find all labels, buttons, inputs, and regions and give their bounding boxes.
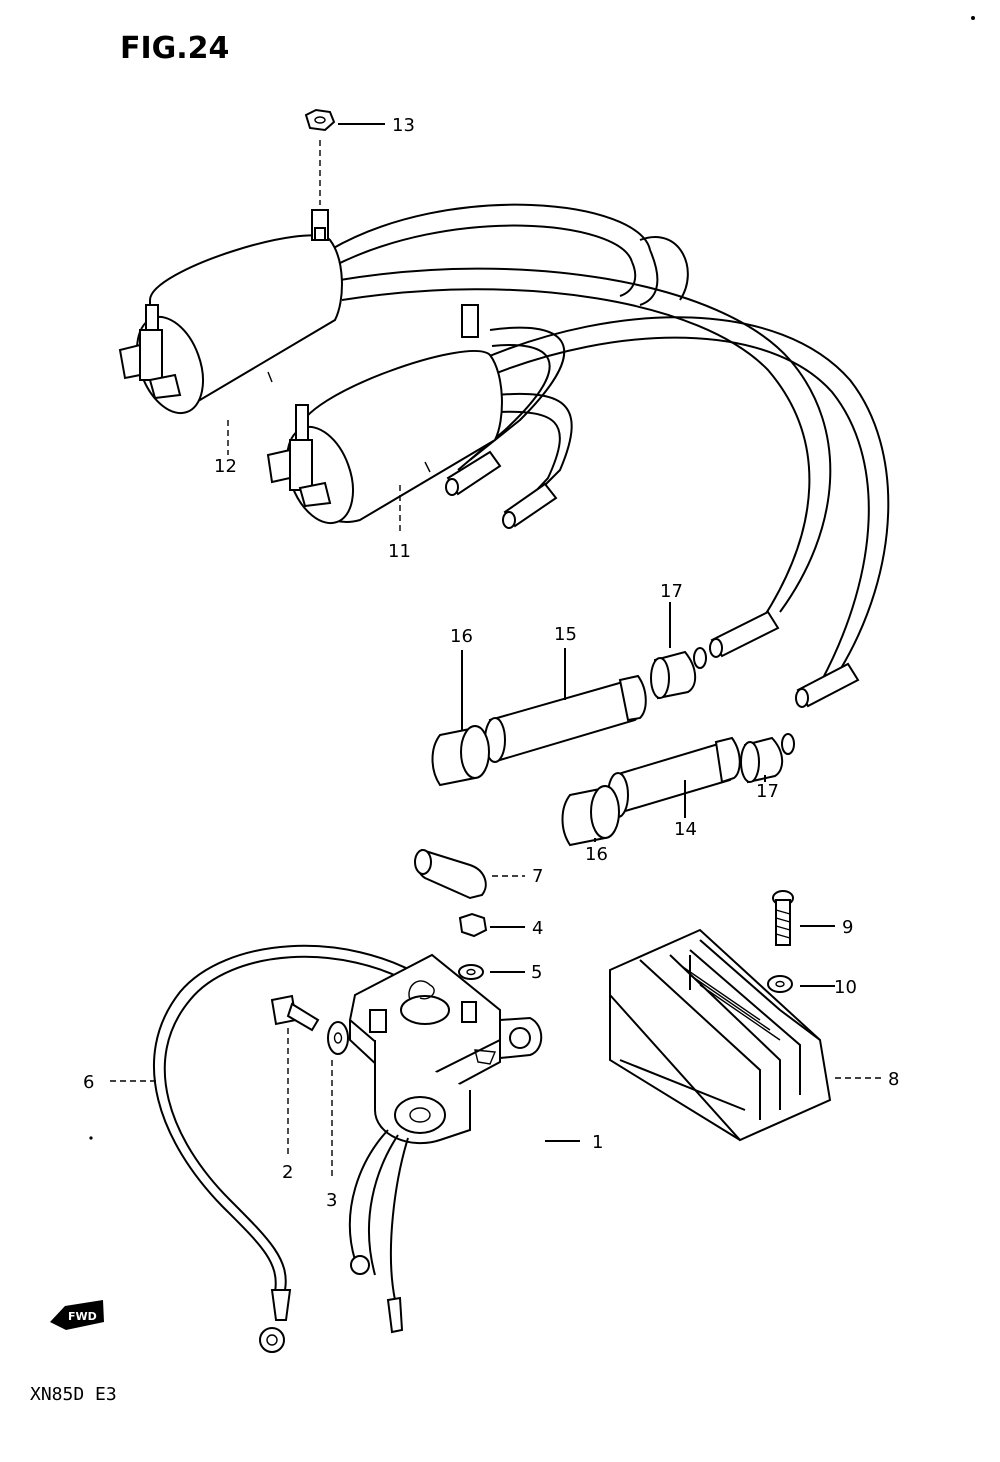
forward-arrow-icon: FWD — [50, 1300, 104, 1330]
callout-16-upper: 16 — [450, 626, 473, 647]
scan-dot — [971, 16, 975, 20]
plug-cap-end-16-upper — [431, 725, 490, 787]
callout-7: 7 — [532, 866, 543, 887]
callout-11: 11 — [388, 541, 411, 562]
coil-wires — [329, 203, 890, 681]
callout-1: 1 — [592, 1132, 603, 1153]
plug-cap-end-16-lower — [561, 785, 620, 847]
figure-title: FIG.24 — [120, 31, 229, 66]
callout-8: 8 — [888, 1069, 899, 1090]
callout-2: 2 — [282, 1162, 293, 1183]
plug-cap-14 — [607, 736, 741, 818]
leader-lines — [227, 420, 766, 842]
bolt-2 — [270, 994, 320, 1155]
seal-17-upper — [650, 647, 707, 700]
scan-dot-left — [89, 1136, 93, 1140]
wire-ends-short — [445, 450, 558, 529]
bolt-9 — [772, 890, 835, 946]
ignition-coil-12 — [118, 209, 343, 415]
seal-17-lower — [740, 733, 795, 784]
forward-arrow-label: FWD — [68, 1310, 97, 1323]
regulator-rectifier-8 — [609, 928, 882, 1142]
washer-5 — [458, 964, 525, 980]
callout-12: 12 — [214, 456, 237, 477]
callout-3: 3 — [326, 1190, 337, 1211]
starter-relay-1 — [348, 953, 580, 1334]
callout-14: 14 — [674, 819, 697, 840]
callout-6: 6 — [83, 1072, 94, 1093]
washer-3 — [327, 1021, 349, 1180]
model-code: XN85D E3 — [30, 1384, 117, 1405]
callout-15: 15 — [554, 624, 577, 645]
wire-tips-right — [709, 610, 860, 708]
ignition-coil-11 — [266, 304, 503, 525]
callout-16-lower: 16 — [585, 844, 608, 865]
callout-9: 9 — [842, 917, 853, 938]
callout-17-upper: 17 — [660, 581, 683, 602]
callout-5: 5 — [531, 962, 542, 983]
callout-4: 4 — [532, 918, 543, 939]
nut-13 — [304, 108, 385, 205]
callout-13: 13 — [392, 115, 415, 136]
callout-17-lower: 17 — [756, 781, 779, 802]
terminal-cap-7 — [414, 848, 525, 900]
callout-10: 10 — [834, 977, 857, 998]
nut-4 — [458, 912, 525, 938]
washer-10 — [767, 975, 835, 993]
